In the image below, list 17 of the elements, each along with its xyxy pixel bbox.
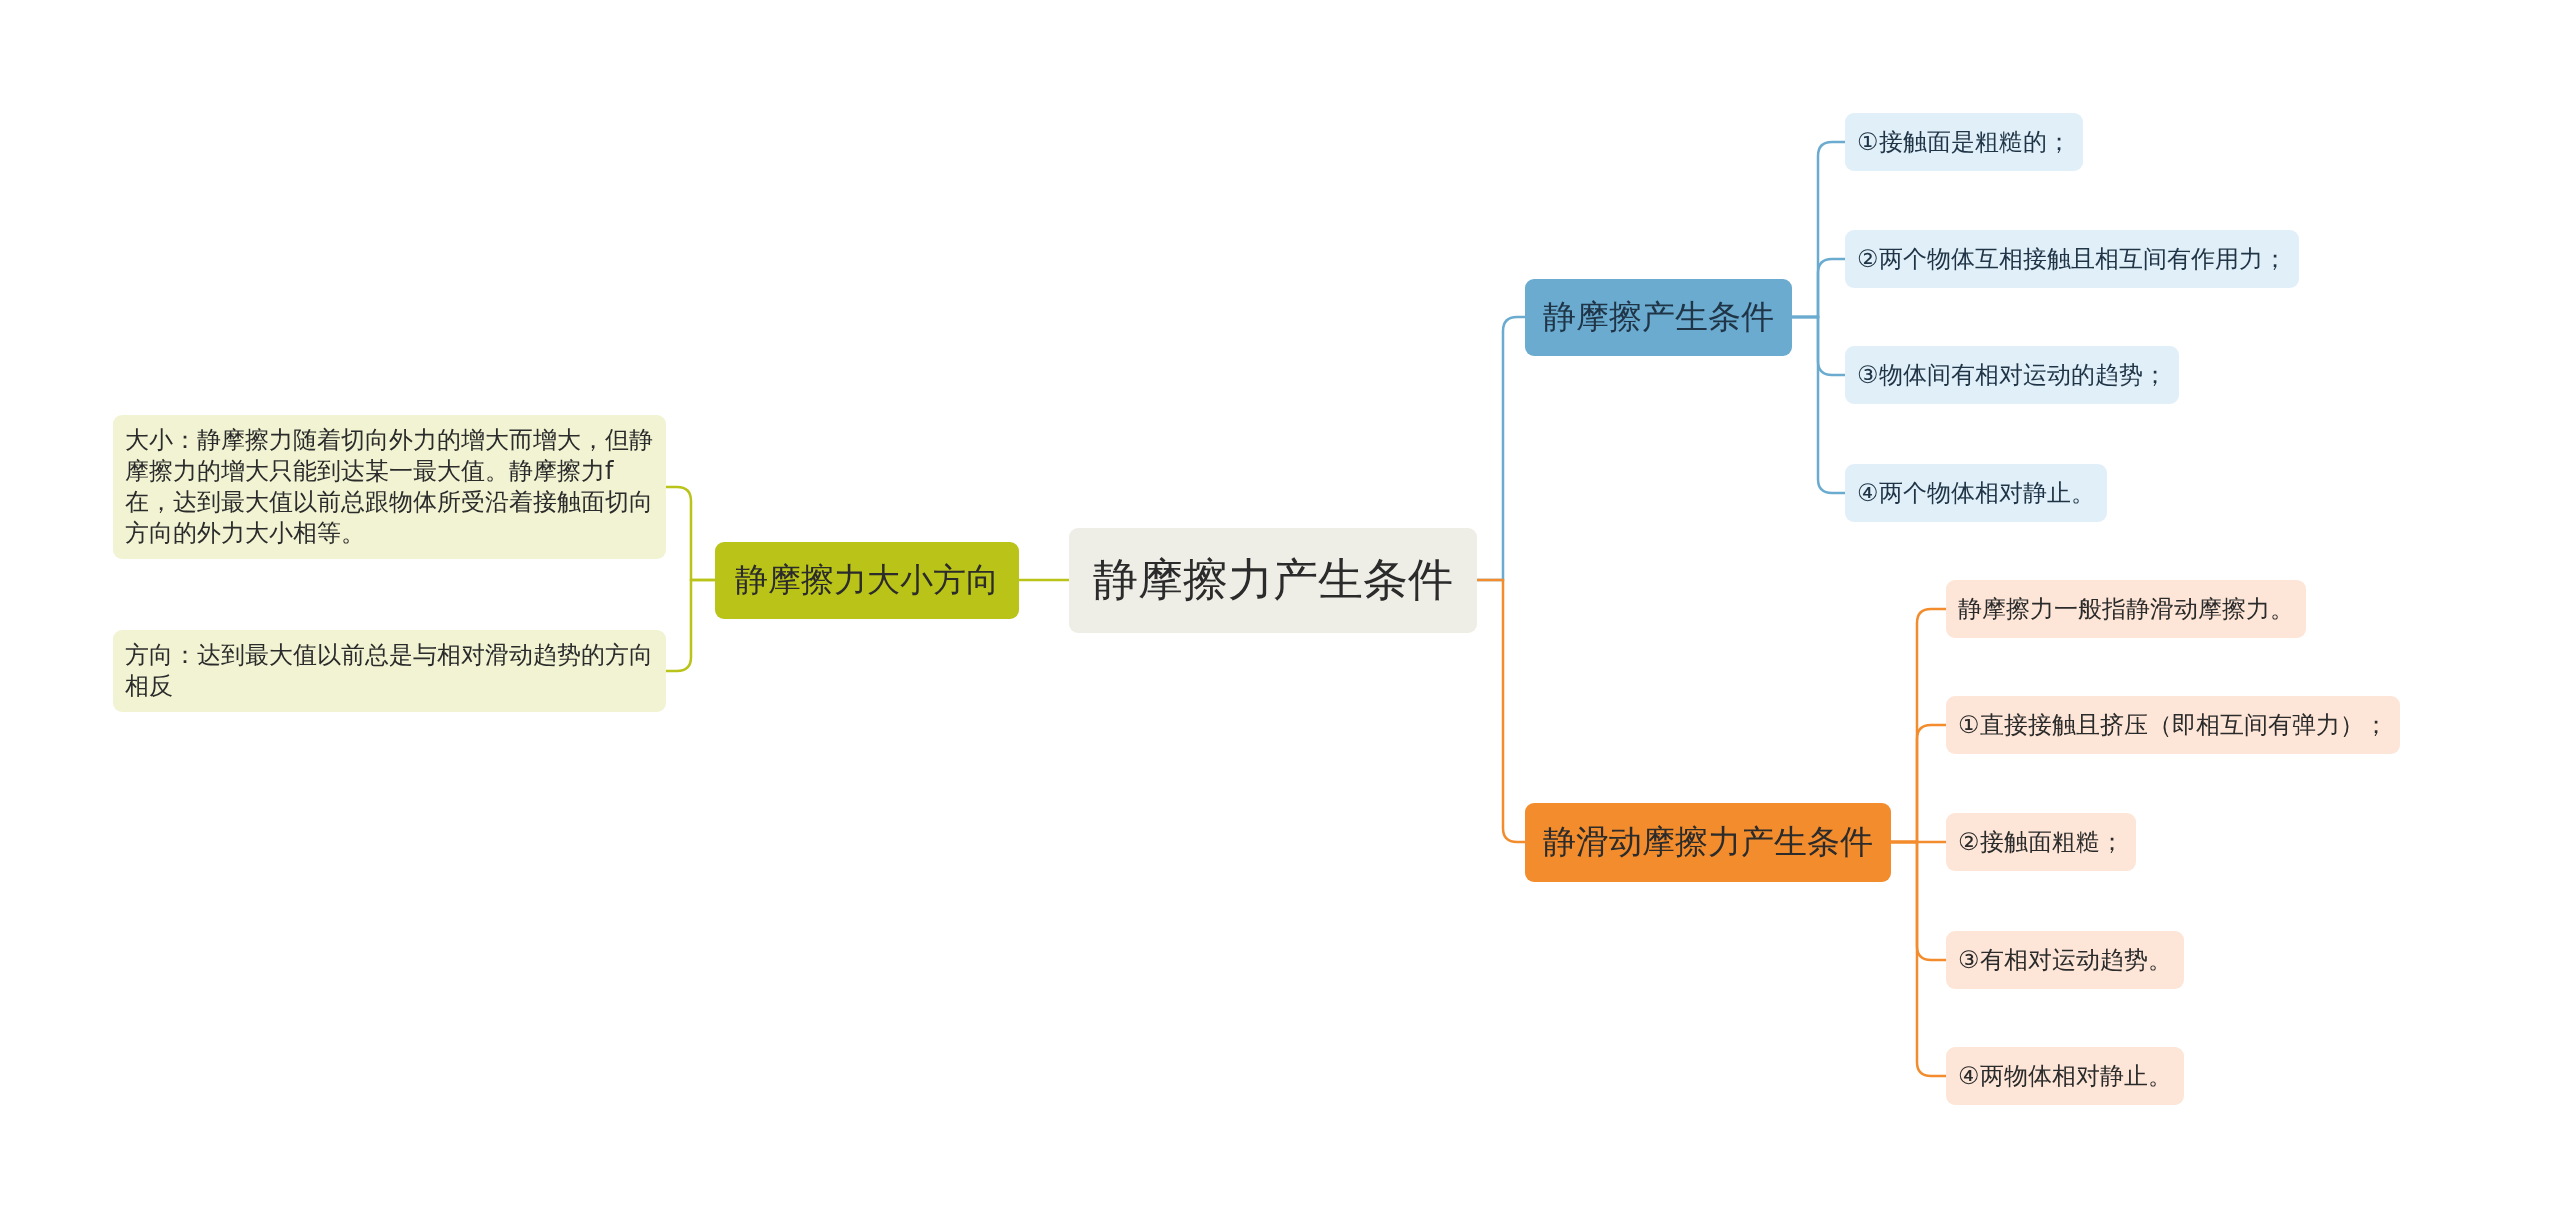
leaf-topic-box: ③有相对运动趋势。: [1946, 931, 2184, 989]
connector-line: [1477, 578, 1525, 844]
leaf-topic-box: 大小：静摩擦力随着切向外力的增大而增大，但静摩擦力的增大只能到达某一最大值。静摩擦力f在，达到最大值以前总跟物体所受沿着接触面切向方向的外力大小相等。: [113, 415, 666, 559]
leaf-topic-box: ④两个物体相对静止。: [1845, 464, 2107, 522]
leaf-topic-box: ①接触面是粗糙的；: [1845, 113, 2083, 171]
leaf-topic-box: 静摩擦力一般指静滑动摩擦力。: [1946, 580, 2306, 638]
branch-topic-box: 静摩擦产生条件: [1525, 278, 1792, 356]
connector-line: [1019, 578, 1069, 582]
branch-topic-box: 静摩擦力大小方向: [715, 541, 1019, 619]
leaf-topic-box: 方向：达到最大值以前总是与相对滑动趋势的方向相反: [113, 630, 666, 712]
root-topic-box: 静摩擦力产生条件: [1069, 527, 1477, 633]
branch-topic-box: 静滑动摩擦力产生条件: [1525, 802, 1891, 882]
leaf-topic-box: ③物体间有相对运动的趋势；: [1845, 346, 2179, 404]
leaf-topic-box: ②两个物体互相接触且相互间有作用力；: [1845, 230, 2299, 288]
leaf-topic-box: ②接触面粗糙；: [1946, 813, 2136, 871]
leaf-topic-box: ④两物体相对静止。: [1946, 1047, 2184, 1105]
leaf-topic-box: ①直接接触且挤压（即相互间有弹力）；: [1946, 696, 2400, 754]
